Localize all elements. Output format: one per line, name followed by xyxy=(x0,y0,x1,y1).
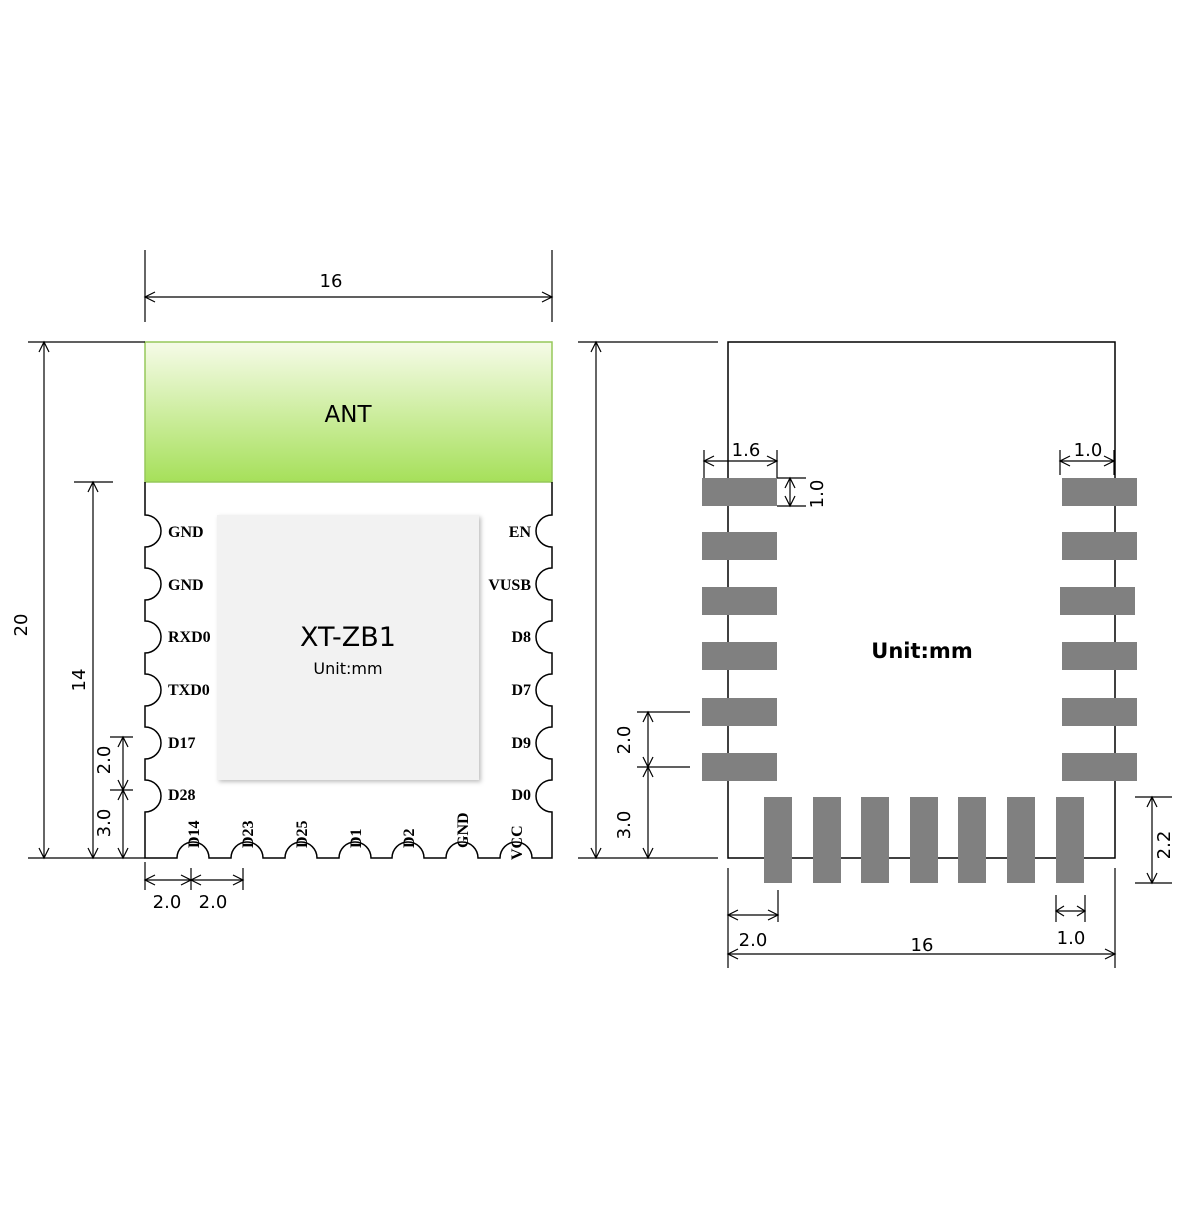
dim-pin-area-height xyxy=(74,480,113,860)
dim-pad-width xyxy=(777,476,806,508)
module-view: ANT XT-ZB1 Unit:mm GND GND RXD0 TXD0 D17… xyxy=(11,250,554,913)
right-pad xyxy=(1060,587,1135,615)
dim-bottom-last-offset-label: 1.0 xyxy=(1057,928,1086,949)
dim-module-width xyxy=(143,250,554,322)
dim-pin-area-height-label: 14 xyxy=(69,669,90,692)
footprint-outline xyxy=(727,341,1116,859)
dim-bottom-pitch xyxy=(143,862,245,890)
dim-left-pad-length-label: 1.6 xyxy=(732,440,761,461)
footprint-unit-label: Unit:mm xyxy=(871,639,972,663)
left-pad xyxy=(702,698,777,726)
footprint-view: Unit:mm 1.6 1.0 1.0 xyxy=(578,340,1175,968)
dim-module-width-label: 16 xyxy=(320,271,343,292)
left-pin-label: TXD0 xyxy=(168,682,210,699)
left-pad xyxy=(702,532,777,560)
bottom-pin-label: D23 xyxy=(240,820,257,848)
dim-module-height-label: 20 xyxy=(11,614,32,637)
left-pin-label: GND xyxy=(168,524,204,541)
right-pin-label: D7 xyxy=(511,682,531,699)
right-pin-label: D9 xyxy=(511,735,531,752)
bottom-pin-label: D25 xyxy=(294,820,311,848)
bottom-pin-label: GND xyxy=(455,812,472,848)
bottom-pin-label: D2 xyxy=(401,828,418,848)
bottom-pin-label: D1 xyxy=(348,828,365,848)
dim-last-pad-offset xyxy=(642,765,654,860)
module-outline xyxy=(144,482,553,859)
dim-pin-pitch-label: 2.0 xyxy=(94,746,115,775)
dim-left-pad-length xyxy=(702,450,779,478)
antenna-area xyxy=(144,341,553,483)
left-pin-label: D28 xyxy=(168,787,196,804)
bottom-pad xyxy=(958,797,986,883)
dim-bottom-last-offset xyxy=(1054,868,1116,968)
dim-right-pad-length xyxy=(1058,450,1116,475)
right-pin-label: VUSB xyxy=(488,577,531,594)
dim-pad-width-label: 1.0 xyxy=(807,480,828,509)
dim-bottom-first-offset xyxy=(726,868,780,968)
left-pad xyxy=(702,587,777,615)
right-pin-label: EN xyxy=(509,524,532,541)
right-pad xyxy=(1062,698,1137,726)
bottom-pad xyxy=(764,797,792,883)
left-pin-label: GND xyxy=(168,577,204,594)
antenna-label: ANT xyxy=(325,402,373,428)
dim-bottom-pitch-label: 2.0 xyxy=(199,892,228,913)
chip-name: XT-ZB1 xyxy=(300,622,396,653)
dim-footprint-width-label: 16 xyxy=(911,935,934,956)
bottom-pin-label: D14 xyxy=(186,820,203,848)
bottom-pad xyxy=(1007,797,1035,883)
dim-bottom-pad-extension-label: 2.2 xyxy=(1154,831,1175,860)
dim-bottom-pad-extension xyxy=(1135,795,1172,885)
right-pad xyxy=(1062,532,1137,560)
left-pad xyxy=(702,478,777,506)
dim-module-height xyxy=(28,340,145,860)
right-pad xyxy=(1062,753,1137,781)
dim-footprint-height xyxy=(578,340,718,860)
right-pad xyxy=(1062,478,1137,506)
dim-bottom-first-offset-label: 2.0 xyxy=(739,930,768,951)
dim-bottom-first-offset-label: 2.0 xyxy=(153,892,182,913)
dim-pad-pitch-label: 2.0 xyxy=(614,726,635,755)
dim-last-pad-offset-label: 3.0 xyxy=(614,811,635,840)
bottom-pad xyxy=(813,797,841,883)
right-pad xyxy=(1062,642,1137,670)
right-pin-label: D8 xyxy=(511,629,531,646)
dim-last-pin-offset xyxy=(110,788,133,860)
left-pin-label: D17 xyxy=(168,735,196,752)
chip-unit-label: Unit:mm xyxy=(313,659,382,678)
dim-right-pad-length-label: 1.0 xyxy=(1074,440,1103,461)
bottom-pad xyxy=(861,797,889,883)
bottom-pad xyxy=(1056,797,1084,883)
bottom-pin-label: VCC xyxy=(509,825,526,860)
dim-pad-pitch xyxy=(637,710,690,769)
right-pin-label: D0 xyxy=(511,787,531,804)
chip-body xyxy=(217,515,479,780)
left-pin-label: RXD0 xyxy=(168,629,211,646)
dim-last-pin-offset-label: 3.0 xyxy=(94,809,115,838)
bottom-pad xyxy=(910,797,938,883)
dim-footprint-width xyxy=(726,948,1117,960)
left-pad xyxy=(702,642,777,670)
left-pad xyxy=(702,753,777,781)
